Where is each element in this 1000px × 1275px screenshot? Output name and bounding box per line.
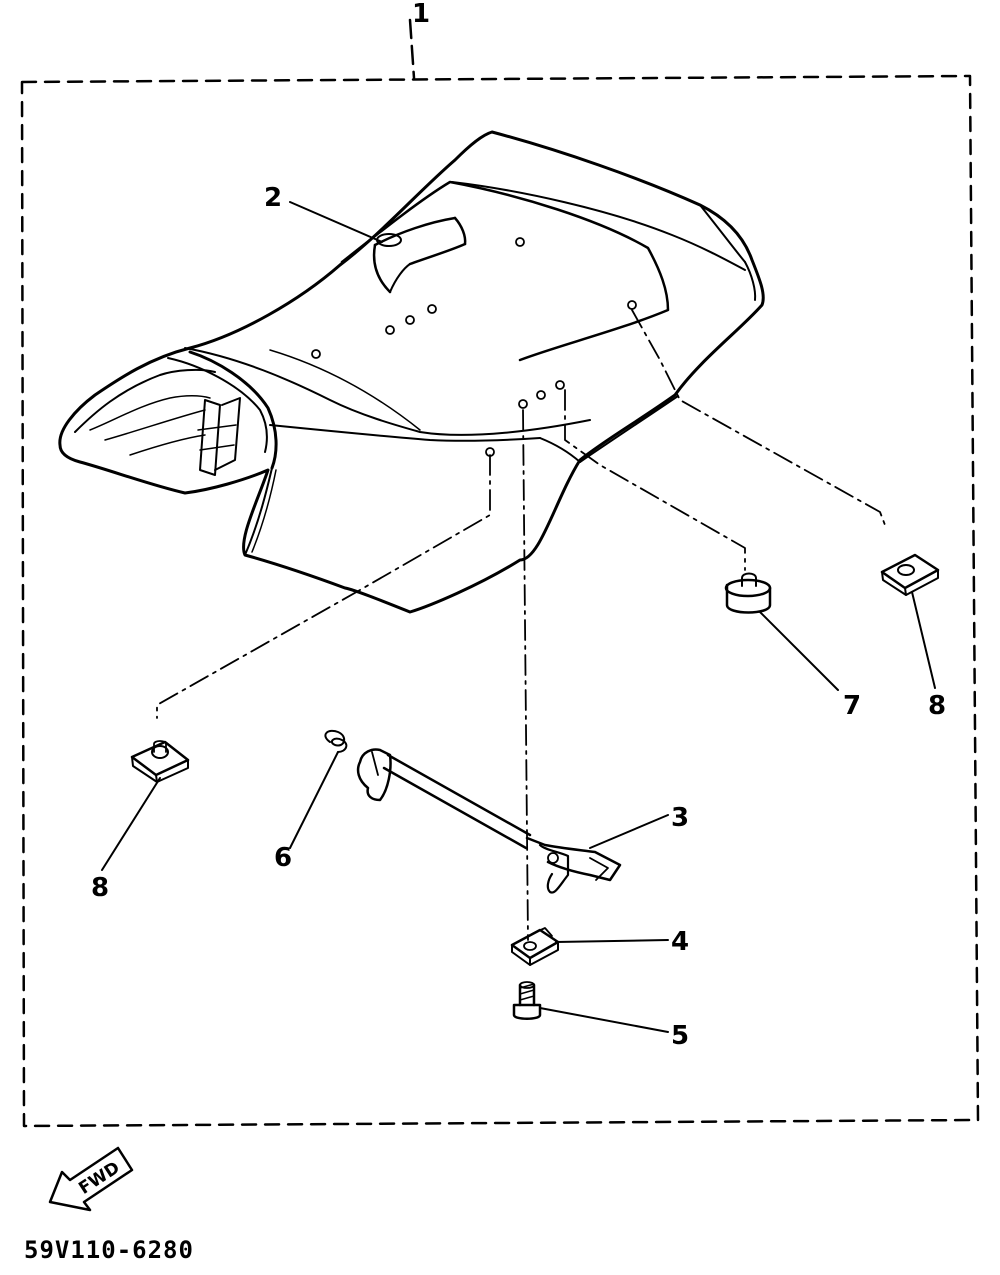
callout-5: 5 — [671, 1021, 689, 1051]
spring-part-6 — [324, 729, 348, 753]
part-code: 59V110-6280 — [24, 1236, 194, 1264]
bolt-part-5 — [512, 981, 542, 1020]
callout-2: 2 — [264, 183, 282, 213]
clip-nut-part-8-left — [130, 740, 190, 783]
callout-6: 6 — [274, 843, 292, 873]
callout-7: 7 — [843, 691, 861, 721]
assembly-guide-lines — [156, 309, 886, 941]
leader-lines — [101, 201, 936, 1033]
clip-nut-part-8-right — [880, 553, 940, 596]
callout-8-left: 8 — [91, 873, 109, 903]
callout-1: 1 — [412, 0, 430, 29]
seat-lock-rod-part-3 — [356, 748, 622, 894]
callout-4: 4 — [671, 927, 689, 957]
damper-part-7 — [724, 572, 772, 614]
seat — [58, 130, 765, 614]
callout-3: 3 — [671, 803, 689, 833]
assembly-frame — [20, 18, 980, 1128]
bracket-part-4 — [510, 927, 560, 966]
callout-8-right: 8 — [928, 691, 946, 721]
fwd-arrow-icon — [48, 1146, 134, 1212]
